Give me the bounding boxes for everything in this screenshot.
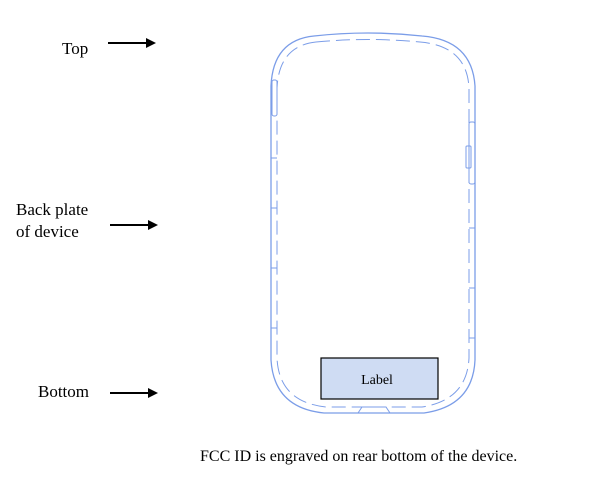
label-back-plate: Back plate of device [16,199,88,243]
label-box [320,357,439,400]
device-inner-outline [276,39,470,408]
right-side-button-long [468,121,476,185]
label-bottom: Bottom [38,382,90,401]
bottom-port [357,406,391,414]
label-box-text: Label [361,373,393,388]
right-side-button-small [465,145,472,169]
label-back-plate-line1: Back plate [16,200,89,219]
label-back-plate-line2: of device [16,222,79,241]
device-outer-outline [270,32,476,414]
left-side-button [271,79,278,117]
caption: FCC ID is engraved on rear bottom of the… [200,448,518,465]
right-arrow-icon [108,38,156,48]
right-arrow-icon [110,388,158,398]
label-top: Top [62,39,89,58]
device-back-outline: Label [270,32,476,414]
right-arrow-icon [110,220,158,230]
